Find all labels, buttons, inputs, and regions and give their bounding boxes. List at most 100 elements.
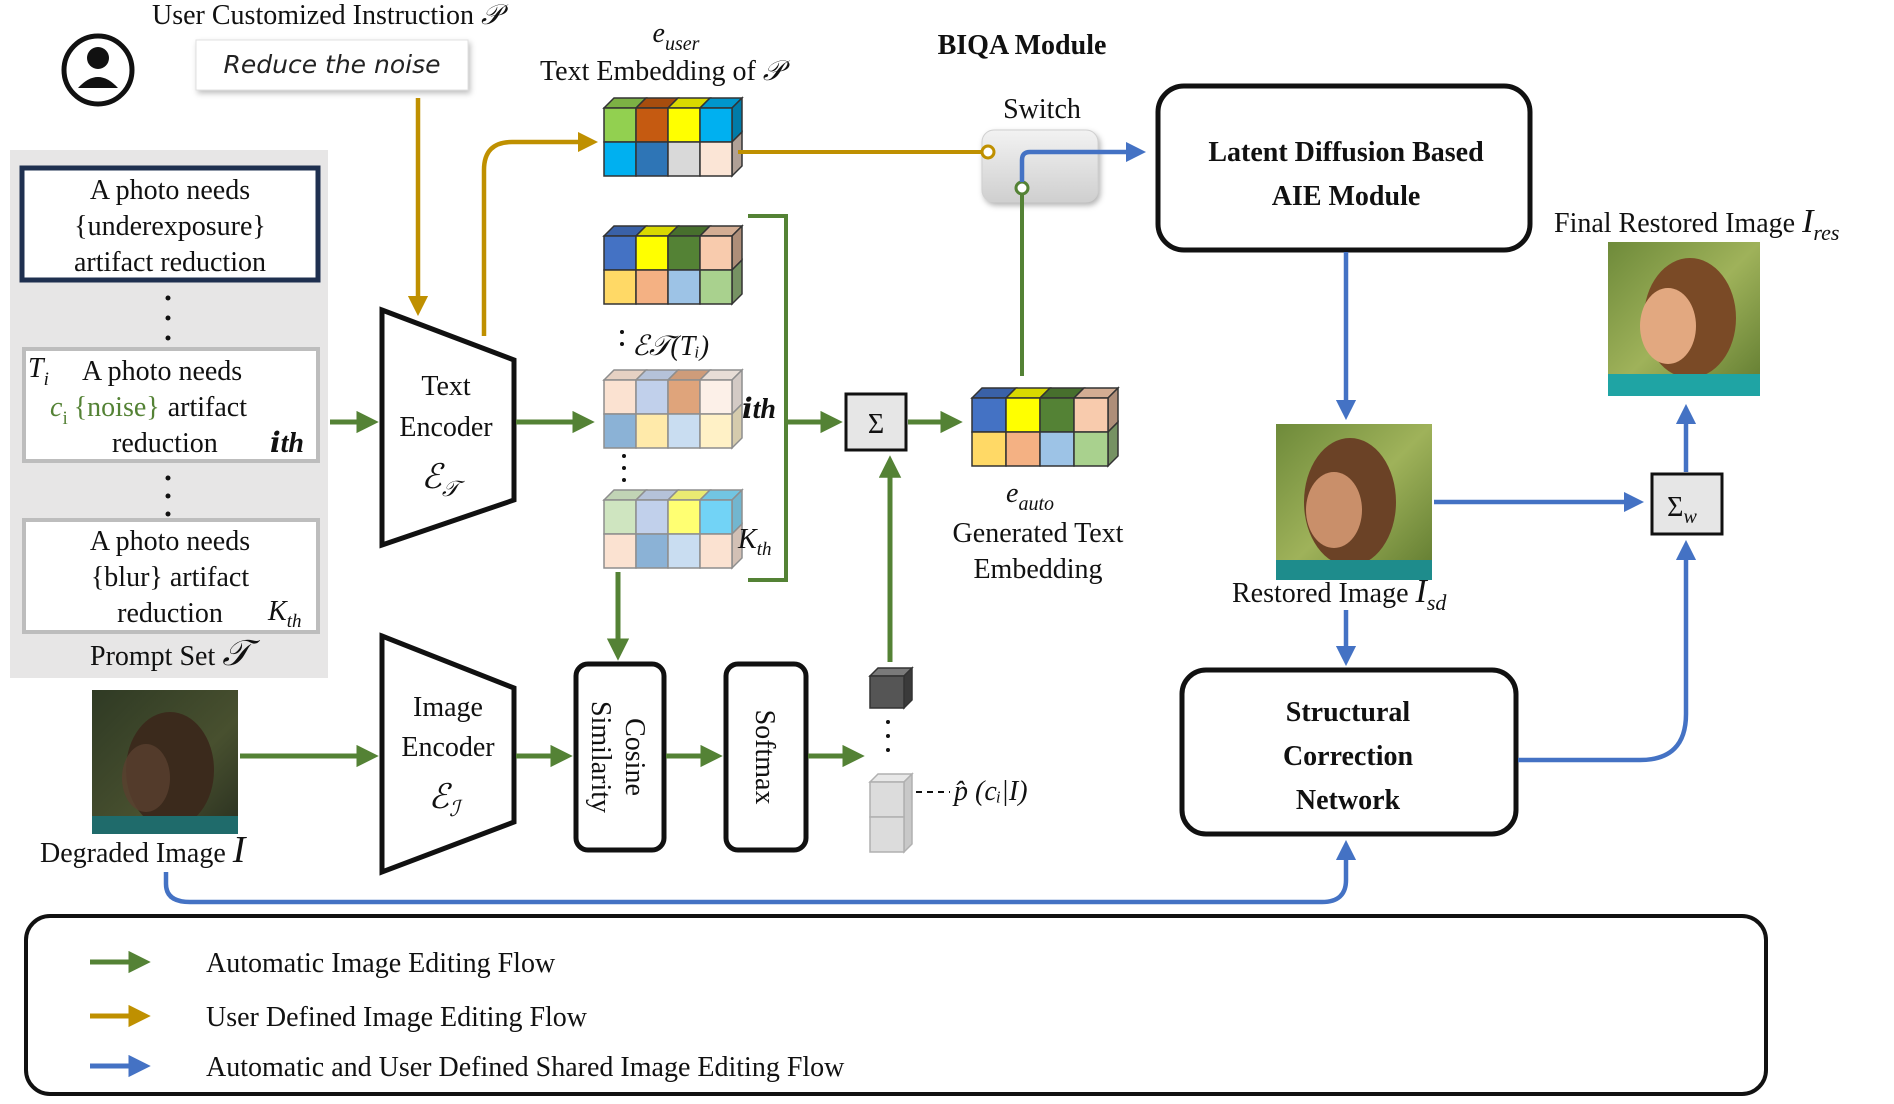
probability-label: p̂ (cᵢ|I) [952,776,1028,807]
image-encoder-label-1: Image [413,692,483,723]
svg-text:Automatic and User Defined Sha: Automatic and User Defined Shared Image … [206,1052,845,1083]
embedding-cell [635,141,669,177]
weighted-sum-symbol: Σw [1667,492,1697,528]
image-encoder-block [379,632,517,876]
embedding-cell [699,499,733,535]
embedding-cell [603,269,637,305]
prompt-box-underexposure: A photo needs {underexposure} artifact r… [19,165,321,283]
embedding-cell [699,235,733,271]
embedding-stack-label: ℰ𝒯(Tᵢ) [632,331,709,362]
embedding-cell [971,431,1007,467]
sum-symbol: Σ [868,409,884,440]
embedding-cell [699,107,733,143]
e-auto-caption-2: Embedding [973,554,1102,585]
embedding-cell [699,413,733,449]
embedding-cell [603,499,637,535]
embedding-cell [699,141,733,177]
embedding-cell [1005,397,1041,433]
svg-text:Kth: Kth [737,524,771,560]
user-avatar-icon [61,33,135,107]
arrow-encoder-to-euser [481,131,599,336]
arrow-degraded-to-scn [163,839,1357,905]
switch-block [981,129,1099,203]
embedding-cell [699,533,733,569]
probability-cube-dark [868,666,914,710]
degraded-image [92,690,238,834]
text-encoder-label-1: Text [421,371,471,402]
embedding-cell [1005,431,1041,467]
arrow-switch-to-ldm [1019,141,1147,182]
probability-cube-light [868,772,914,854]
svg-text:{blur} artifact: {blur} artifact [91,562,249,593]
embedding-cube-top [602,224,744,306]
biqa-title: BIQA Module [938,30,1107,61]
svg-text:Automatic Image Editing Flow: Automatic Image Editing Flow [206,948,556,979]
ldm-label-2: AIE Module [1272,181,1421,212]
embedding-cell [603,379,637,415]
embedding-cell [699,269,733,305]
embedding-cell [667,379,701,415]
softmax-label: Softmax [749,710,780,805]
legend-item-shared: Automatic and User Defined Shared Image … [90,1052,845,1083]
user-instruction-label: User Customized Instruction 𝒫 [152,0,509,31]
svg-text:A photo needs: A photo needs [82,356,242,387]
embedding-cell [667,235,701,271]
embedding-cell [1073,431,1109,467]
embedding-cell [635,379,669,415]
stack-bracket [748,214,788,582]
e-user-caption: Text Embedding of 𝒫 [540,56,791,87]
user-instruction-note: Reduce the noise [195,39,469,91]
svg-text:A photo needs: A photo needs [90,175,250,206]
e-auto-symbol: eauto [1006,478,1054,515]
embedding-cell [667,141,701,177]
scn-label-3: Network [1296,785,1401,816]
sum-node [844,392,908,452]
ldm-label-1: Latent Diffusion Based [1208,137,1484,168]
embedding-cube-ith [602,368,744,450]
embedding-cell [603,235,637,271]
embedding-cell [635,533,669,569]
embedding-cell [635,413,669,449]
cosine-label-2: Similarity [585,701,616,813]
final-restored-image [1608,242,1760,396]
cosine-label-1: Cosine [619,718,650,796]
embedding-cell [667,413,701,449]
embedding-cell [667,499,701,535]
embedding-cell [603,141,637,177]
embedding-cell [1039,397,1075,433]
embedding-cell [635,269,669,305]
svg-text:ci{noise}artifact: ci{noise}artifact [50,392,247,429]
svg-text:artifact reduction: artifact reduction [74,247,266,278]
embedding-cell [603,107,637,143]
svg-text:Kth: Kth [267,596,301,632]
svg-text:User Defined Image Editing Flo: User Defined Image Editing Flow [206,1002,588,1033]
legend-box [24,914,1768,1096]
svg-text:A photo needs: A photo needs [90,526,250,557]
svg-text:{underexposure}: {underexposure} [74,211,266,242]
embedding-cell [971,397,1007,433]
e-auto-caption-1: Generated Text [953,518,1124,549]
restored-image [1276,424,1432,580]
text-encoder-label-2: Encoder [399,412,493,443]
e-user-embedding-cube [602,96,744,178]
prompt-ti-label: Ti [28,353,49,390]
user-instruction-text: Reduce the noise [223,50,440,79]
final-image-label: Final Restored Image Ires [1554,203,1839,245]
embedding-cell [635,107,669,143]
svg-text:reduction: reduction [117,598,223,629]
embedding-cell [667,107,701,143]
embedding-cell [667,269,701,305]
degraded-image-label: Degraded Image I [40,829,248,871]
svg-text:𝒊th: 𝒊th [270,428,304,459]
svg-text:reduction: reduction [112,428,218,459]
legend-item-automatic: Automatic Image Editing Flow [90,948,556,979]
text-encoder-block [379,306,517,549]
prompt-box-noise: Ti A photo needs ci{noise}artifact reduc… [22,347,320,463]
embedding-cell [1073,397,1109,433]
ellipsis-dots-2 [165,475,171,517]
embedding-cell [603,413,637,449]
stack-dots-top [620,330,624,346]
structural-correction-network [1179,667,1519,837]
e-auto-embedding-cube [970,386,1120,468]
